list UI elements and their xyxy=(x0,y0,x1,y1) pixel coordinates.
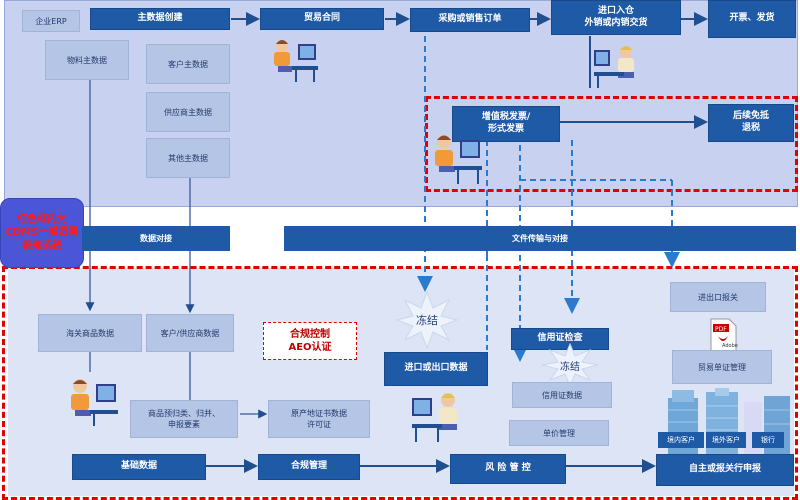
material-master-box[interactable]: 物料主数据 xyxy=(45,40,129,80)
warehouse-line1: 进口入仓 xyxy=(597,5,634,16)
classification-box[interactable]: 商品预归类、归并、 申报要素 xyxy=(130,400,238,438)
import-export-data-box[interactable]: 进口或出口数据 xyxy=(384,352,488,386)
lc-check-box[interactable]: 信用证检查 xyxy=(511,328,609,350)
unit-price-box[interactable]: 单价管理 xyxy=(509,420,609,446)
customer-supplier-box[interactable]: 客户/供应商数据 xyxy=(146,314,234,352)
red-frame-bottom xyxy=(2,266,798,500)
origin-line2: 许可证 xyxy=(307,420,331,429)
freeze-label-1: 冻结 xyxy=(416,314,438,327)
supplier-master-box[interactable]: 供应商主数据 xyxy=(146,92,230,132)
purchase-order-box[interactable]: 采购或销售订单 xyxy=(410,8,530,32)
rebate-line2: 退税 xyxy=(741,123,760,133)
vat-line1: 增值税发票/ xyxy=(481,112,531,123)
callout-line3: 管理系统 xyxy=(21,240,62,252)
compliance-mgmt-box[interactable]: 合规管理 xyxy=(258,454,360,480)
trade-contract-box[interactable]: 贸易合同 xyxy=(260,8,384,30)
person-computer-icon-1 xyxy=(268,36,320,84)
person-computer-icon-4 xyxy=(66,376,120,428)
origin-license-box[interactable]: 原产地证书数据 许可证 xyxy=(268,400,370,438)
person-computer-icon-2 xyxy=(592,42,644,90)
pdf-label: Adobe xyxy=(722,343,738,349)
red-frame-top xyxy=(425,96,798,192)
origin-line1: 原产地证书数据 xyxy=(291,408,347,418)
freeze-label-2: 冻结 xyxy=(560,362,580,373)
tax-rebate-box[interactable]: 后续免抵 退税 xyxy=(708,104,794,142)
customs-declare-box[interactable]: 进出口报关 xyxy=(670,282,766,312)
master-data-create-box[interactable]: 主数据创建 xyxy=(90,8,230,30)
trade-docs-box[interactable]: 贸易单证管理 xyxy=(672,350,772,384)
data-match-band: 数据对接 xyxy=(82,226,230,251)
pdf-icon: PDF Adobe xyxy=(708,318,738,352)
vat-line2: 形式发票 xyxy=(487,124,524,134)
risk-control-box[interactable]: 风 险 管 控 xyxy=(450,454,566,484)
svg-text:PDF: PDF xyxy=(715,326,727,333)
self-declare-box[interactable]: 自主或报关行申报 xyxy=(656,454,794,486)
domestic-customer-label: 境内客户 xyxy=(658,432,704,448)
customer-master-box[interactable]: 客户主数据 xyxy=(146,44,230,84)
compliance-aeo-box: 合规控制 AEO认证 xyxy=(263,322,357,360)
cdms-callout: 红色框内为 CDMS一般贸易 管理系统 xyxy=(0,198,84,268)
customs-goods-box[interactable]: 海关商品数据 xyxy=(38,314,142,352)
foreign-customer-label: 境外客户 xyxy=(706,432,746,448)
rebate-line1: 后续免抵 xyxy=(732,111,769,122)
lc-data-box[interactable]: 信用证数据 xyxy=(512,382,612,408)
base-data-box[interactable]: 基础数据 xyxy=(72,454,206,480)
file-transfer-band: 文件传输与对接 xyxy=(284,226,796,251)
callout-line1: 红色框内为 xyxy=(16,213,67,225)
other-master-box[interactable]: 其他主数据 xyxy=(146,138,230,178)
enterprise-erp-label: 企业ERP xyxy=(22,10,80,32)
warehouse-line2: 外销或内销交货 xyxy=(584,17,648,28)
compliance-line1: 合规控制 xyxy=(290,329,330,340)
freeze-badge-1: 冻结 xyxy=(395,290,459,350)
compliance-line2: AEO认证 xyxy=(288,342,332,353)
callout-line2: CDMS一般贸易 xyxy=(5,227,79,239)
classification-line2: 申报要素 xyxy=(168,420,200,429)
bank-label: 银行 xyxy=(752,432,784,448)
vat-invoice-box[interactable]: 增值税发票/ 形式发票 xyxy=(452,106,560,142)
person-computer-icon-5 xyxy=(410,388,466,444)
warehouse-delivery-box[interactable]: 进口入仓 外销或内销交货 xyxy=(551,0,681,35)
person-computer-icon-3 xyxy=(430,130,484,186)
invoice-ship-box[interactable]: 开票、发货 xyxy=(708,0,796,38)
classification-line1: 商品预归类、归并、 xyxy=(148,408,220,418)
